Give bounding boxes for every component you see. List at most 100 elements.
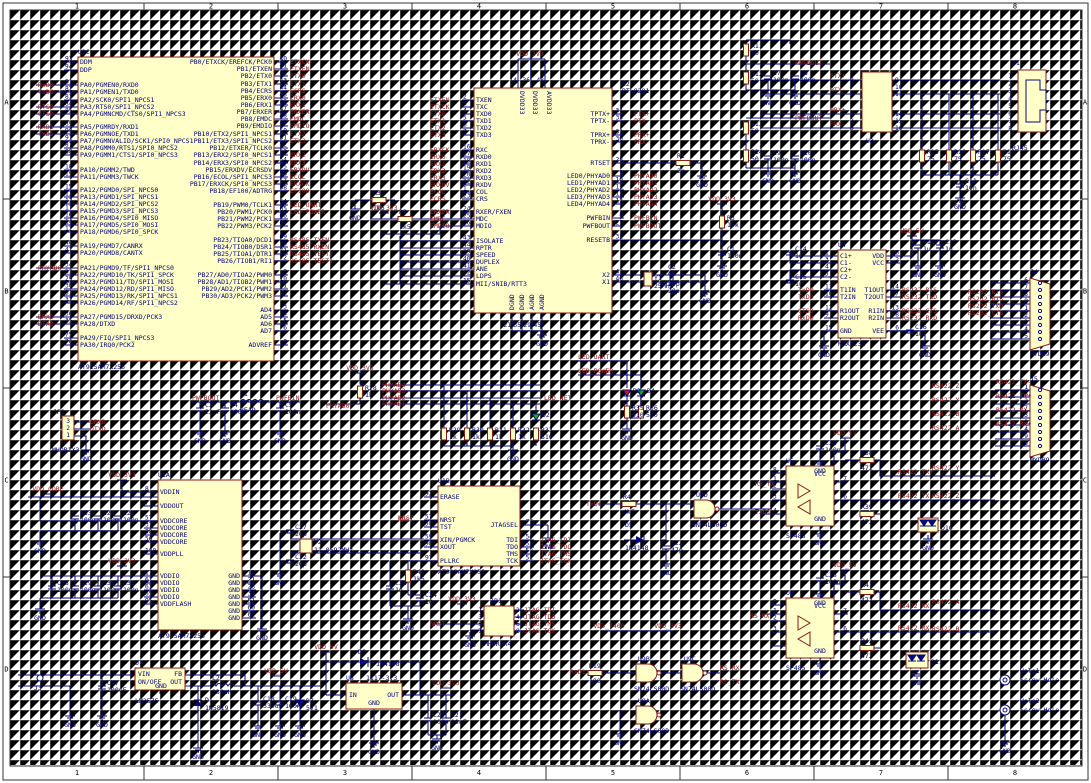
j3-ref: J3 bbox=[34, 684, 42, 692]
capacitor-value: 10n bbox=[965, 184, 977, 192]
resistor bbox=[919, 149, 925, 163]
gate-ref: U9A bbox=[638, 697, 650, 705]
pin-number: 67 bbox=[280, 220, 288, 227]
capacitor-ref: C11 bbox=[965, 177, 977, 185]
pin-number: 47 bbox=[65, 247, 73, 254]
pin-name: CRS bbox=[476, 195, 488, 203]
border-row-label: D bbox=[1083, 666, 1087, 674]
capacitor-value: 100n bbox=[773, 156, 789, 164]
pin-name: PA29/FIQ/SPI1_NPCS3 bbox=[80, 334, 154, 342]
net-label: ETX2 bbox=[430, 124, 446, 132]
capacitor-ref: C1 bbox=[727, 245, 735, 253]
border-column-label: 6 bbox=[745, 769, 749, 777]
u8-name: 1117-3.3 bbox=[366, 674, 397, 682]
l1-ref: L1 bbox=[240, 390, 248, 398]
pin-name: TPTX- bbox=[590, 117, 610, 125]
resistor bbox=[859, 589, 875, 595]
resistor-ref: R42 bbox=[861, 637, 873, 645]
capacitor-ref: C14 bbox=[795, 245, 807, 253]
pin-name: VDDCORE bbox=[160, 531, 187, 539]
resistor-ref: R32 bbox=[518, 426, 530, 434]
net-label: PWFBOUT bbox=[795, 59, 822, 67]
pin-number: 26 bbox=[463, 220, 471, 227]
capacitor-ref: C20 bbox=[433, 711, 445, 719]
resistor-value: 472 bbox=[861, 652, 873, 660]
ground-symbol bbox=[790, 90, 800, 99]
resistor-value: 2k bbox=[677, 167, 685, 175]
pin-number: 7 bbox=[1008, 118, 1012, 125]
capacitor-ref: C25 bbox=[123, 509, 135, 517]
pin-number: 8 bbox=[1024, 419, 1028, 426]
pin-name: DVDD33 bbox=[518, 91, 526, 115]
db9-pin bbox=[1037, 294, 1043, 300]
pin-number: 30 bbox=[616, 136, 624, 143]
capacitor-ref: C13 bbox=[945, 238, 957, 246]
capacitor-value: 100n bbox=[825, 578, 841, 586]
power-rail-label: VDD_3V3 bbox=[108, 557, 135, 565]
pin-name: ANE bbox=[476, 265, 488, 273]
hole-ref: Hole2 bbox=[1020, 697, 1040, 705]
ground-symbol bbox=[465, 632, 475, 641]
pin-name: DVDD33 bbox=[531, 91, 539, 115]
net-label: PTX+ bbox=[830, 72, 846, 80]
resistor-value: 472 bbox=[861, 596, 873, 604]
pin-name: PB12/ETXER/TCLK0 bbox=[209, 144, 272, 152]
capacitor bbox=[786, 279, 794, 284]
pin-number: 6 bbox=[516, 621, 520, 628]
hole-ref: Hole1 bbox=[1020, 667, 1040, 675]
pin-name: AD4 bbox=[260, 306, 272, 314]
u7-vin: VIN bbox=[138, 670, 150, 678]
pin-name: DDP bbox=[80, 66, 92, 74]
diode-d5 bbox=[636, 536, 644, 544]
pin-number: 24 bbox=[463, 206, 471, 213]
nand-gate-u9b bbox=[635, 663, 662, 683]
u6-name: SP485 bbox=[786, 664, 806, 672]
pin-name: PB21/PWM2/PCK1 bbox=[217, 215, 272, 223]
db9-pin bbox=[1037, 301, 1043, 307]
capacitor-ref: C19 bbox=[285, 695, 297, 703]
pin-number: 8 bbox=[773, 599, 777, 606]
net-label: DRXD bbox=[90, 418, 106, 426]
power-rail-label: VDD_3V3 bbox=[346, 364, 373, 372]
pin-number: 8 bbox=[516, 628, 520, 635]
pin-number: 11 bbox=[895, 91, 903, 98]
pin-name: MDIO bbox=[476, 222, 492, 230]
resistor bbox=[464, 427, 470, 441]
pin-number: 85 bbox=[65, 108, 73, 115]
pin-number: 22 bbox=[463, 179, 471, 186]
net-label: ECRS bbox=[430, 195, 446, 203]
border-column-label: 7 bbox=[879, 3, 883, 11]
rj45-name: RJ45 bbox=[1012, 144, 1028, 152]
capacitor bbox=[114, 515, 122, 520]
capacitor-value: 20p bbox=[295, 560, 307, 568]
jp2-ref: JP2 bbox=[53, 408, 65, 416]
net-label: ERX2 bbox=[290, 151, 306, 159]
pin-name: PB26/TIOB1/RI1 bbox=[217, 257, 272, 265]
pin-name: GND bbox=[228, 572, 240, 580]
pin-number: 4 bbox=[825, 264, 829, 271]
u7-onoff: ON/OFF bbox=[138, 678, 162, 686]
resistor bbox=[743, 149, 749, 163]
diode-value: 5V1 bbox=[306, 704, 318, 712]
border-column-label: 3 bbox=[343, 769, 347, 777]
capacitor-value: 1u bbox=[945, 245, 953, 253]
pin-number: 51 bbox=[248, 598, 256, 605]
pin-number: 37 bbox=[145, 522, 153, 529]
pin-name: AGND bbox=[538, 294, 546, 310]
pin-number: 18 bbox=[65, 164, 73, 171]
pin-name: PWFBIN bbox=[587, 214, 611, 222]
pin-name: X2 bbox=[602, 271, 610, 279]
capacitor-ref: C2 bbox=[668, 263, 676, 271]
resistor-value: 472 bbox=[861, 464, 873, 472]
capacitor-ref: C34 bbox=[425, 591, 437, 599]
pin-name: LED3/PHYAD3 bbox=[567, 193, 610, 201]
capacitor-ref: C33 bbox=[80, 509, 92, 517]
u5-name: SP485 bbox=[786, 532, 806, 540]
net-label: JTAG_TDO bbox=[540, 543, 571, 551]
u4-vdd bbox=[900, 236, 913, 257]
pin-name: PB11/ETX3/SPI1_NPCS2 bbox=[194, 137, 272, 145]
db9-pin bbox=[1037, 287, 1043, 293]
db9-pin bbox=[1037, 394, 1043, 400]
pin-name: PA26/PGMD14/RF/SPI1_NPCS2 bbox=[80, 299, 178, 307]
